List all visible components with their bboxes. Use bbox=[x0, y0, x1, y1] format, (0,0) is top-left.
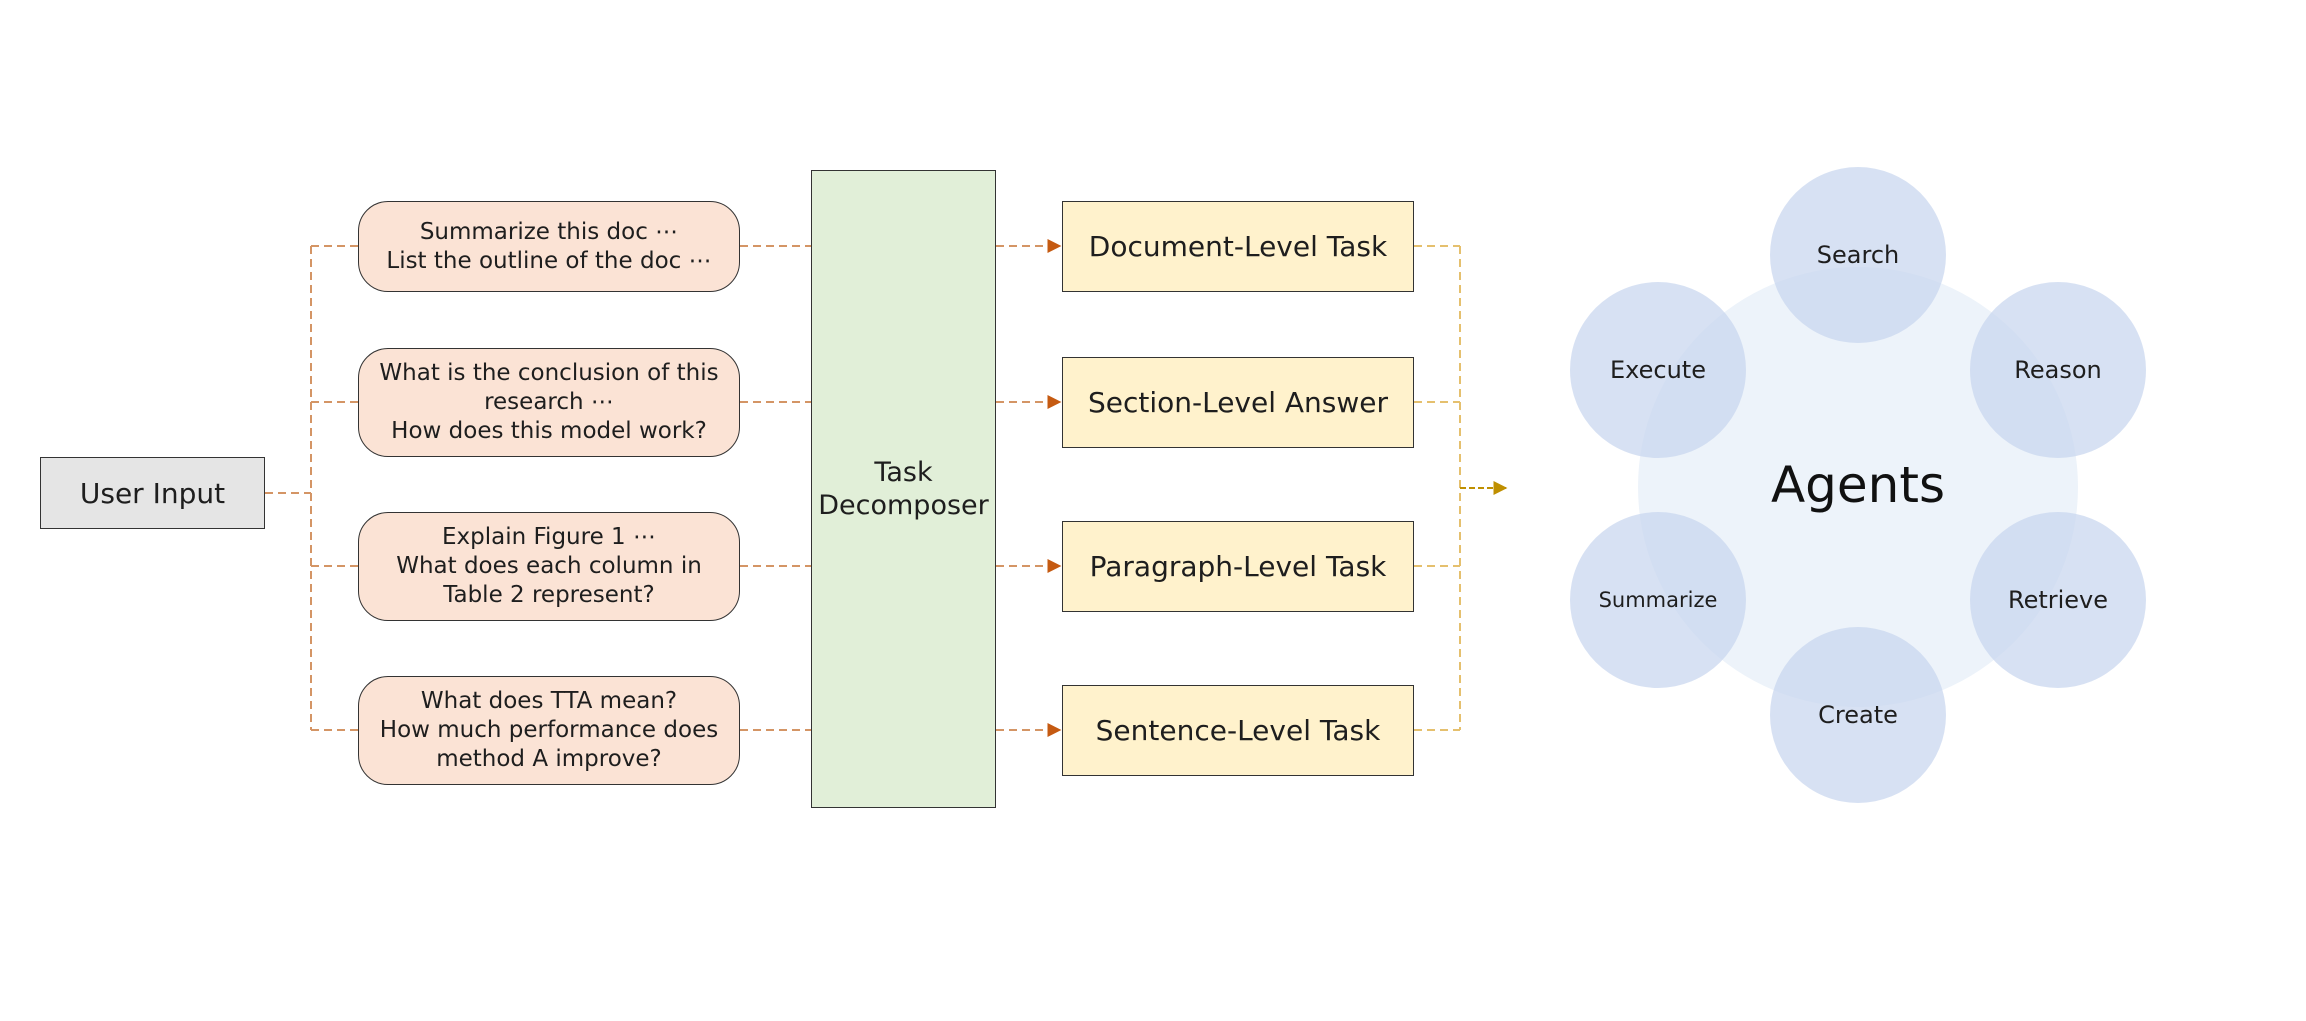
task-box-sentence: Sentence-Level Task bbox=[1062, 685, 1414, 776]
query-line: research ⋯ bbox=[484, 389, 614, 415]
query-line: Explain Figure 1 ⋯ bbox=[442, 524, 656, 550]
query-line: method A improve? bbox=[436, 746, 662, 772]
decomposer-to-task-arrows bbox=[996, 239, 1062, 737]
task-label: Section-Level Answer bbox=[1087, 386, 1389, 419]
task-box-document: Document-Level Task bbox=[1062, 201, 1414, 292]
query-box-document: Summarize this doc ⋯ List the outline of… bbox=[358, 201, 740, 292]
agent-reason: Reason bbox=[1970, 282, 2146, 458]
query-line: How much performance does bbox=[379, 717, 719, 743]
agent-create: Create bbox=[1770, 627, 1946, 803]
query-box-section: What is the conclusion of this research … bbox=[358, 348, 740, 457]
query-line: What is the conclusion of this bbox=[379, 360, 719, 386]
task-label: Sentence-Level Task bbox=[1095, 714, 1381, 747]
agent-search: Search bbox=[1770, 167, 1946, 343]
query-line: Table 2 represent? bbox=[443, 582, 655, 608]
agent-summarize: Summarize bbox=[1570, 512, 1746, 688]
query-box-paragraph: Explain Figure 1 ⋯ What does each column… bbox=[358, 512, 740, 621]
task-box-section: Section-Level Answer bbox=[1062, 357, 1414, 448]
user-input-label: User Input bbox=[79, 476, 226, 510]
query-line: What does each column in bbox=[396, 553, 702, 579]
input-branch-lines bbox=[265, 245, 358, 731]
query-to-decomposer-lines bbox=[740, 245, 811, 731]
task-decomposer-box: Task Decomposer bbox=[811, 170, 996, 808]
query-line: How does this model work? bbox=[391, 418, 707, 444]
agent-retrieve: Retrieve bbox=[1970, 512, 2146, 688]
task-label: Document-Level Task bbox=[1088, 230, 1388, 263]
agents-center-label: Agents bbox=[1770, 456, 1946, 514]
task-box-paragraph: Paragraph-Level Task bbox=[1062, 521, 1414, 612]
query-line: List the outline of the doc ⋯ bbox=[386, 247, 712, 274]
query-line: Summarize this doc ⋯ bbox=[419, 218, 679, 245]
task-label: Paragraph-Level Task bbox=[1089, 550, 1387, 583]
agent-execute: Execute bbox=[1570, 282, 1746, 458]
decomposer-label-line: Task bbox=[874, 457, 933, 488]
task-merge-lines bbox=[1414, 245, 1461, 731]
query-line: What does TTA mean? bbox=[420, 688, 678, 714]
user-input-box: User Input bbox=[40, 457, 265, 529]
decomposer-label-line: Decomposer bbox=[818, 490, 989, 521]
query-box-sentence: What does TTA mean? How much performance… bbox=[358, 676, 740, 785]
